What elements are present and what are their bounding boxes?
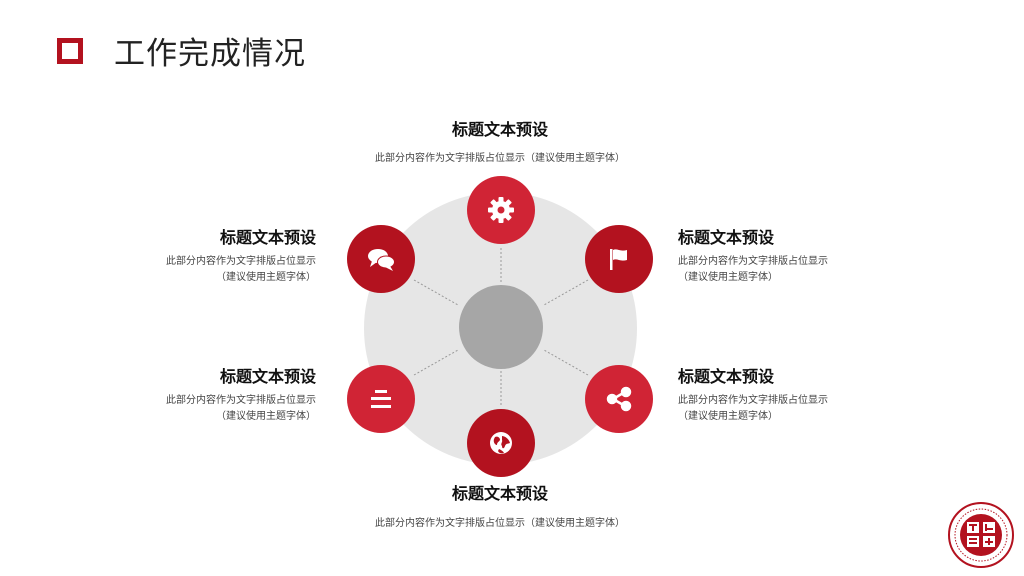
node-globe	[467, 409, 535, 477]
item-desc-left2-line1: 此部分内容作为文字排版占位显示	[166, 395, 316, 406]
share-icon	[606, 386, 632, 412]
globe-icon	[490, 432, 512, 454]
item-title-left2: 标题文本预设	[219, 367, 316, 386]
item-desc-top: 此部分内容作为文字排版占位显示（建议使用主题字体）	[375, 153, 625, 164]
page-title: 工作完成情况	[114, 36, 306, 72]
item-title-bottom: 标题文本预设	[451, 484, 548, 503]
item-title-top: 标题文本预设	[451, 120, 548, 139]
node-share	[585, 365, 653, 433]
align-icon	[371, 390, 391, 408]
flag-icon	[610, 249, 627, 270]
node-gear	[467, 176, 535, 244]
item-desc-bottom: 此部分内容作为文字排版占位显示（建议使用主题字体）	[375, 518, 625, 529]
item-desc-left1-line1: 此部分内容作为文字排版占位显示	[166, 256, 316, 267]
item-desc-left2-line2: （建议使用主题字体）	[216, 411, 316, 422]
item-desc-right1-line2: （建议使用主题字体）	[678, 272, 778, 283]
gear-icon	[488, 197, 514, 223]
node-flag	[585, 225, 653, 293]
seal-logo	[948, 502, 1014, 568]
title-square-icon	[57, 38, 83, 64]
item-title-right2: 标题文本预设	[678, 367, 775, 386]
item-desc-right2-line2: （建议使用主题字体）	[678, 411, 778, 422]
item-title-right1: 标题文本预设	[678, 228, 775, 247]
item-desc-left1-line2: （建议使用主题字体）	[216, 272, 316, 283]
chat-bubbles-icon	[368, 249, 395, 271]
center-circle	[459, 285, 543, 369]
item-desc-right2-line1: 此部分内容作为文字排版占位显示	[678, 395, 828, 406]
node-align	[347, 365, 415, 433]
node-chat	[347, 225, 415, 293]
item-desc-right1-line1: 此部分内容作为文字排版占位显示	[678, 256, 828, 267]
item-title-left1: 标题文本预设	[219, 228, 316, 247]
